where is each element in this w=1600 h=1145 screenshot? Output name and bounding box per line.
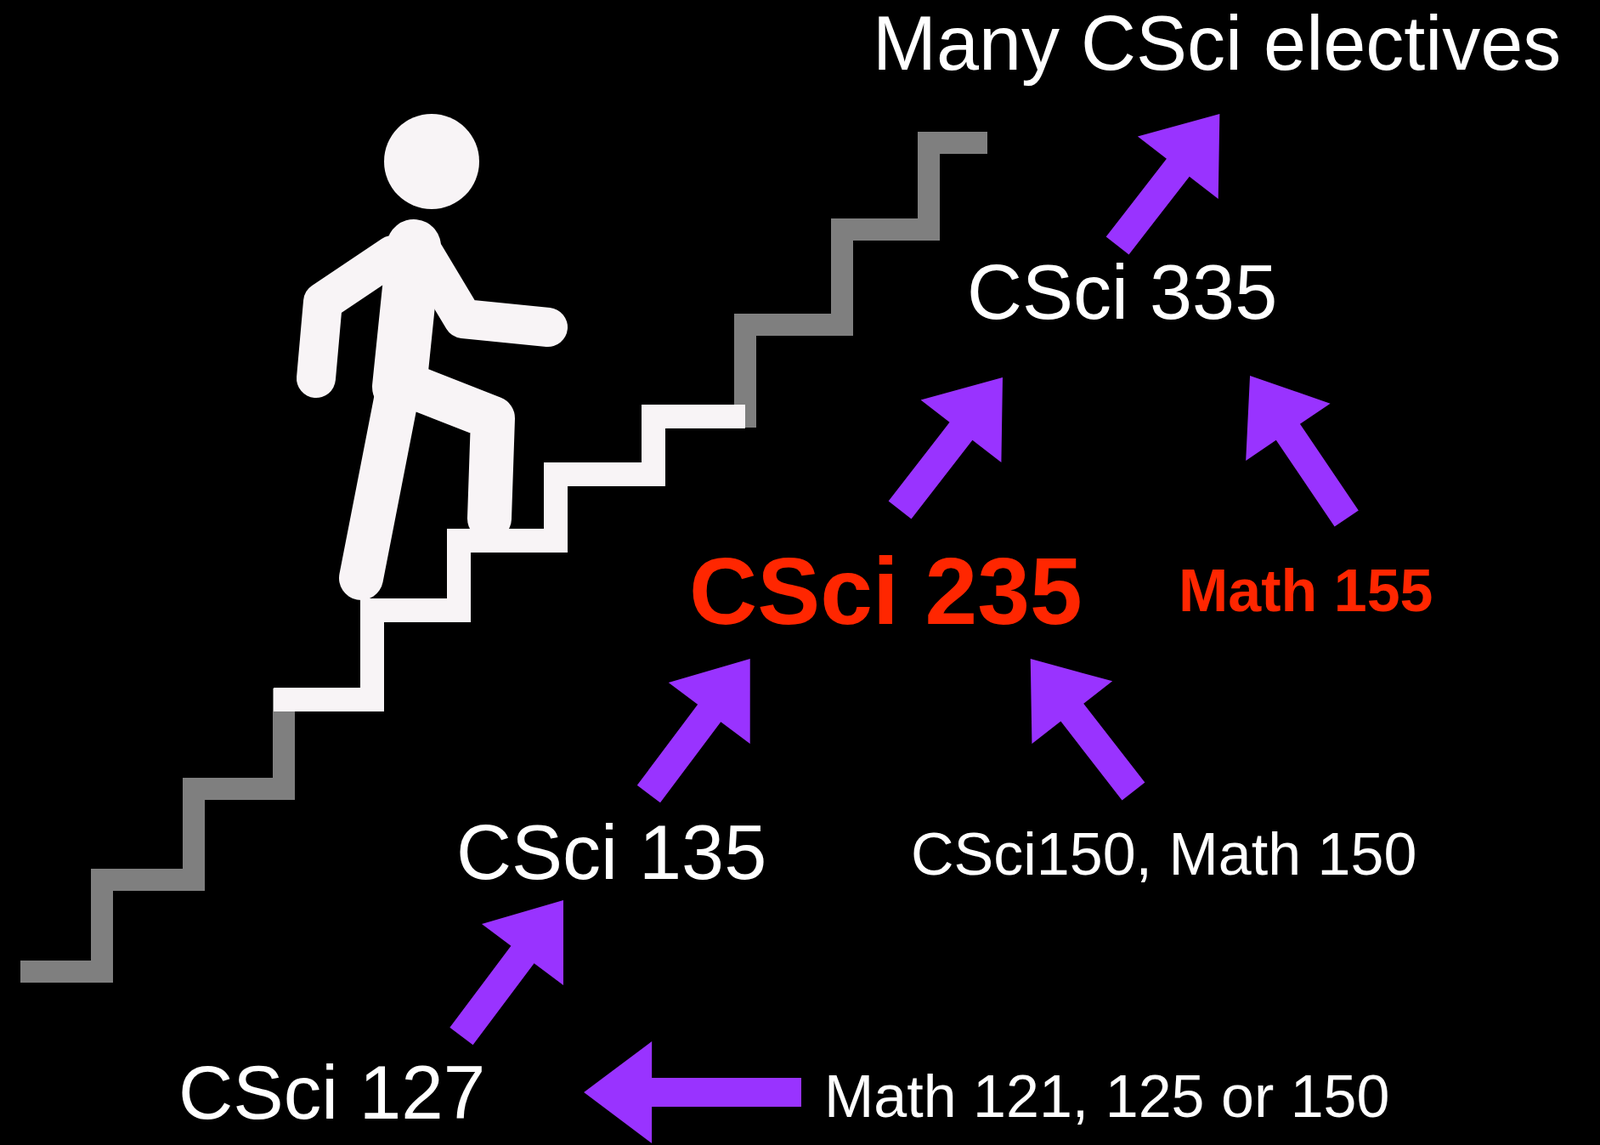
walking-person — [316, 113, 549, 578]
person-front-leg — [406, 384, 493, 519]
person-head — [384, 113, 480, 210]
course-label: CSci150, Math 150 — [910, 824, 1417, 884]
prerequisite-arrow — [637, 658, 751, 803]
course-name: CSci150, Math 150 — [910, 824, 1417, 884]
course-name: CSci 335 — [966, 254, 1278, 331]
course-label: CSci 335 — [966, 254, 1278, 331]
course-label: CSci 235 — [689, 544, 1083, 639]
course-name: Many CSci electives — [872, 5, 1561, 82]
prerequisite-arrow — [1106, 113, 1221, 255]
person-front-arm — [424, 254, 549, 328]
course-label: Many CSci electives — [872, 5, 1561, 82]
prerequisite-arrow — [1245, 375, 1359, 527]
course-label: Math 121, 125 or 150 — [824, 1066, 1390, 1126]
person-back-leg — [361, 390, 398, 578]
course-name: CSci 127 — [178, 1054, 486, 1131]
person-back-arm — [316, 254, 393, 379]
course-label: Math 155 — [1178, 560, 1434, 621]
course-label: CSci 127 — [178, 1054, 486, 1131]
course-name: CSci 135 — [456, 814, 767, 891]
course-name: Math 155 — [1178, 560, 1434, 621]
course-name: CSci 235 — [689, 544, 1083, 639]
prerequisite-arrow — [449, 899, 564, 1045]
course-label: CSci 135 — [456, 814, 767, 891]
prerequisite-arrow — [583, 1040, 802, 1143]
prerequisite-arrow — [888, 377, 1003, 519]
course-name: Math 121, 125 or 150 — [824, 1066, 1390, 1126]
prerequisite-arrow — [1030, 658, 1146, 800]
